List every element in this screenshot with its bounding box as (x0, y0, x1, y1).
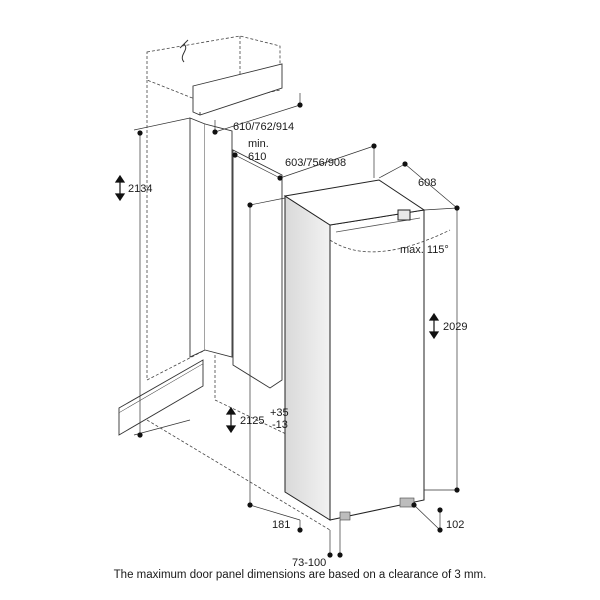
toe-kick-label: 73-100 (292, 557, 326, 569)
door-swing-arc (329, 229, 451, 253)
min-label: min. (248, 138, 269, 150)
caption: The maximum door panel dimensions are ba… (113, 569, 487, 581)
installation-height-label: 2125 (240, 415, 264, 427)
height-arrows (114, 174, 440, 434)
niche-width-label: 610/762/914 (233, 121, 294, 133)
base-depth-label: 181 (272, 519, 290, 531)
installation-height-tol-plus: +35 (270, 407, 289, 419)
refrigerator (283, 179, 426, 521)
min-value-label: 610 (248, 151, 266, 163)
appliance-depth-label: 608 (418, 177, 436, 189)
door-swing-label: max. 115° (400, 244, 449, 256)
appliance-height-label: 2029 (443, 321, 467, 333)
dimension-lines (133, 93, 458, 555)
installation-height-tol-minus: -13 (272, 419, 288, 431)
niche-height-label: 2134 (128, 183, 152, 195)
appliance-width-label: 603/756/908 (285, 157, 346, 169)
dimension-dots (137, 102, 460, 558)
dimension-labels: 2134 610/762/914 min. 610 603/756/908 60… (128, 121, 467, 569)
side-cabinets (118, 63, 283, 436)
vent-symbol (179, 39, 189, 63)
foot-offset-label: 102 (446, 519, 464, 531)
